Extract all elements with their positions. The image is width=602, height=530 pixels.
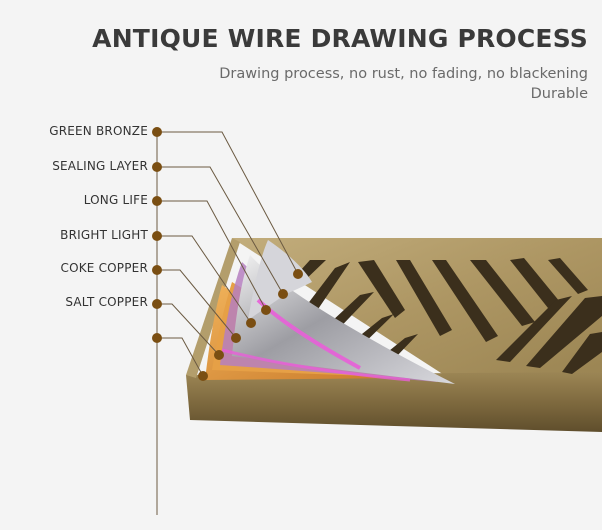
marker-dots — [152, 127, 303, 381]
subtitle-line-1: Drawing process, no rust, no fading, no … — [219, 66, 588, 82]
leader-lines — [156, 131, 299, 515]
dot-green-bronze — [152, 127, 162, 137]
layer-label-long-life: LONG LIFE — [83, 193, 148, 207]
drain-body — [186, 238, 602, 432]
dot-long-life — [152, 196, 162, 206]
drain-side-edge — [186, 238, 240, 378]
layer-long-life — [232, 255, 455, 384]
dot-salt-copper — [152, 299, 162, 309]
layer-label-green-bronze: GREEN BRONZE — [49, 124, 148, 138]
layer-label-sealing-layer: SEALING LAYER — [52, 159, 148, 173]
layer-label-bright-light: BRIGHT LIGHT — [60, 228, 148, 242]
page-title: ANTIQUE WIRE DRAWING PROCESS — [92, 24, 588, 53]
dot-sealing-layer — [152, 162, 162, 172]
dot-base — [152, 333, 162, 343]
layer-label-coke-copper: COKE COPPER — [60, 261, 148, 275]
subtitle-line-2: Durable — [530, 86, 588, 102]
dot-coke-copper — [152, 265, 162, 275]
layer-label-salt-copper: SALT COPPER — [65, 295, 148, 309]
drain-top-face — [232, 238, 602, 382]
dot-bright-light — [152, 231, 162, 241]
drain-front-face — [186, 372, 602, 432]
grate-slots — [290, 258, 602, 374]
